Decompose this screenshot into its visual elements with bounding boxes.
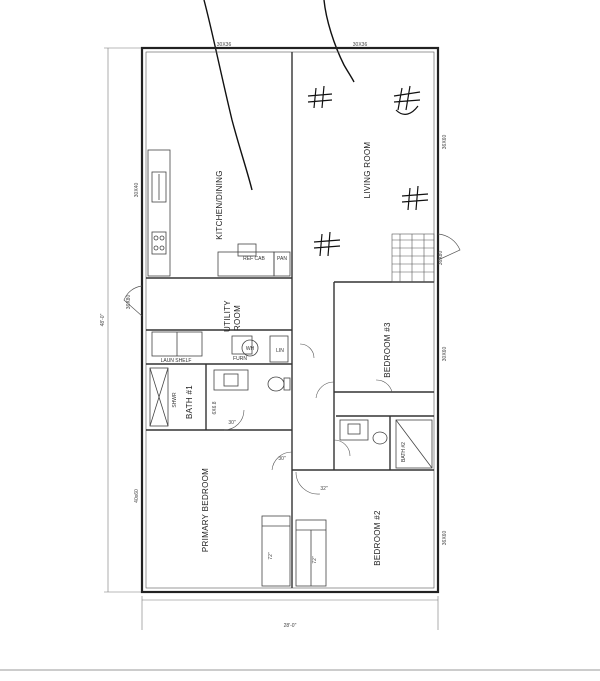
ref-cab-label: REF CAB — [243, 256, 265, 262]
door-2-label: 36X80 — [126, 295, 132, 310]
overall-dimension-left — [104, 47, 142, 593]
left-window-1-label: 30X40 — [134, 183, 140, 198]
living-room-label: LIVING ROOM — [363, 142, 372, 199]
left-window-2-label: 40x60 — [134, 489, 140, 503]
exterior-wall — [140, 46, 440, 594]
overall-length-label: 48'-0" — [100, 313, 106, 326]
closet-72b-label: 72" — [312, 556, 318, 564]
bath2-label: BATH #2 — [401, 442, 407, 462]
top-window-1-label: 30X36 — [217, 42, 232, 48]
utility-fixtures — [151, 331, 289, 363]
bath1-fixtures — [149, 367, 291, 427]
interior-walls — [146, 52, 434, 588]
door-30-a-label: 30" — [228, 420, 236, 426]
patio-steps — [391, 233, 435, 283]
pan-label: PAN — [277, 256, 287, 262]
lin-label: LIN — [276, 348, 284, 354]
door-1-label: 36X80 — [438, 251, 444, 266]
kitchen-counter — [147, 149, 171, 277]
handwritten-hash-marks — [307, 85, 429, 257]
right-window-1-label: 36X60 — [442, 135, 448, 150]
door-swing — [437, 233, 461, 261]
overall-width-label: 28'-0" — [284, 623, 297, 629]
right-window-3-label: 36X60 — [442, 531, 448, 546]
handwritten-stroke — [323, 0, 355, 83]
door-swing — [123, 285, 143, 317]
top-window-2-label: 30X36 — [353, 42, 368, 48]
bedroom2-label: BEDROOM #2 — [373, 510, 382, 566]
bath2-fixtures — [339, 419, 433, 469]
furn-label: FURN — [233, 356, 247, 362]
interior-doors — [223, 343, 393, 495]
closet-72a-label: 72" — [268, 552, 274, 560]
overall-dimension-bottom — [141, 596, 439, 630]
laun-shelf-label: LAUN SHELF — [161, 358, 192, 364]
shwr-label: SHWR — [172, 392, 178, 408]
right-window-2-label: 30X60 — [442, 347, 448, 362]
exterior-wall-inner — [145, 51, 435, 589]
utility-room-label-line2: ROOM — [233, 305, 242, 331]
bedroom3-label: BEDROOM #3 — [383, 322, 392, 378]
ref-cab-cabinet — [217, 243, 291, 277]
sliding-patio-label: 6X6.8 — [212, 401, 218, 414]
wh-label: WH — [246, 346, 255, 352]
handwritten-stroke — [203, 0, 253, 191]
closets — [261, 515, 327, 587]
door-32-label: 32" — [320, 486, 328, 492]
bath1-label: BATH #1 — [185, 385, 194, 419]
utility-room-label-line1: UTILITY — [223, 300, 232, 332]
kitchen-dining-label: KITCHEN/DINING — [215, 170, 224, 240]
door-30-b-label: 30" — [278, 456, 286, 462]
primary-bedroom-label: PRIMARY BEDROOM — [201, 468, 210, 552]
